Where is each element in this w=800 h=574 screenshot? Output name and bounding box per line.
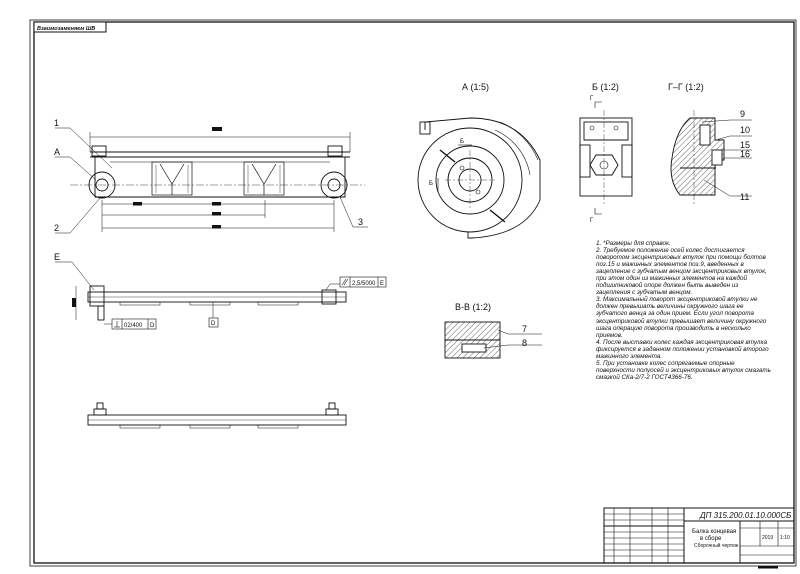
marker-g-top: Г: [590, 96, 594, 102]
side-view: [55, 261, 387, 330]
marker-g-bottom: Г: [590, 218, 594, 224]
section-v-detail: [444, 321, 542, 359]
callout-8: 8: [522, 338, 527, 348]
technical-requirements: 1. *Размеры для справок. 2. Требуемое по…: [596, 240, 771, 381]
callout-2: 2: [54, 223, 59, 233]
callout-16: 16: [740, 149, 750, 159]
tolerance-perp-datum: D: [150, 323, 155, 329]
marker-a-label: А: [54, 147, 60, 157]
marker-e-label: E: [54, 252, 60, 262]
note-2: 2. Требуемое положение осей колес достиг…: [596, 247, 767, 297]
callout-9: 9: [740, 109, 745, 119]
stamp-box: Взаимозаменяем ШВ: [33, 21, 107, 33]
stamp-text: Взаимозаменяем ШВ: [37, 26, 95, 32]
view-g-title: Г–Г (1:2): [668, 82, 704, 92]
view-a-title: А (1:5): [462, 82, 489, 92]
marker-b-in-a: Б: [460, 139, 464, 145]
callout-7: 7: [522, 324, 527, 334]
callout-15: 15: [740, 140, 750, 150]
main-front-view: [55, 127, 368, 234]
bottom-plan-view: [87, 402, 347, 429]
callout-10: 10: [740, 125, 750, 135]
datum-d-label: D: [211, 321, 216, 327]
doc-type: Сборочный чертеж: [694, 542, 739, 549]
view-b-title: Б (1:2): [592, 82, 619, 92]
doc-scale: 1:10: [780, 535, 790, 541]
view-b-detail: [579, 101, 633, 215]
doc-name-line1: Балка концевая: [692, 529, 736, 535]
doc-code: ДП 315.200.01.10.000СБ: [699, 511, 791, 520]
outer-frame: [29, 19, 797, 567]
sheet-format-mark: [758, 566, 778, 569]
tolerance-parallel: 2,5/5000: [352, 281, 376, 287]
note-5: 5. При установке колес сопрягаемые опорн…: [596, 359, 771, 381]
marker-b2-in-a: Б: [429, 181, 433, 187]
note-3: 3. Максимальный поворот эксцентриковой в…: [596, 296, 767, 339]
tolerance-parallel-datum: E: [380, 281, 384, 287]
callout-11: 11: [740, 192, 749, 202]
view-g-detail: [670, 110, 752, 205]
inner-frame: [33, 21, 795, 564]
doc-year: 2019: [762, 535, 773, 541]
section-v-title: В-В (1:2): [455, 302, 491, 312]
note-1: 1. *Размеры для справок.: [596, 240, 671, 247]
callout-1: 1: [54, 118, 59, 128]
callout-3: 3: [358, 217, 363, 227]
note-4: 4. После выставки колес каждая эксцентри…: [596, 338, 769, 360]
tolerance-perp: 02/400: [124, 323, 143, 329]
view-a-detail: [417, 117, 541, 239]
doc-name-line2: в сборе: [700, 536, 722, 542]
title-block: [603, 507, 795, 564]
